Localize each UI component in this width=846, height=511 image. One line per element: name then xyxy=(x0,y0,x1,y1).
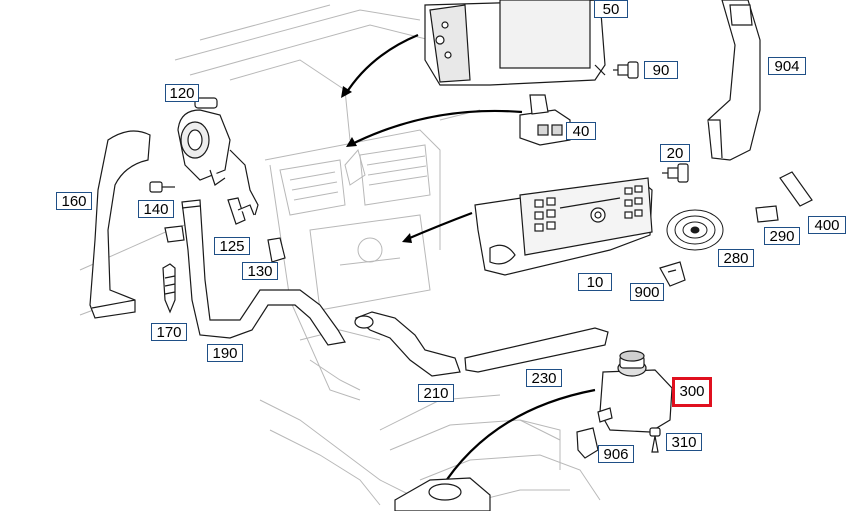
callout-400[interactable]: 400 xyxy=(808,216,846,234)
blower-motor xyxy=(177,97,259,216)
callout-310[interactable]: 310 xyxy=(666,433,702,451)
trim-bar-230 xyxy=(464,327,609,373)
controller-unit xyxy=(597,350,673,433)
sensor-module xyxy=(519,94,571,146)
pointer-arrows xyxy=(344,33,596,491)
callout-300-selected[interactable]: 300 xyxy=(672,377,712,407)
bracket-900 xyxy=(659,261,686,287)
screw-20 xyxy=(662,163,689,183)
air-duct-210 xyxy=(354,311,461,377)
callout-210[interactable]: 210 xyxy=(418,384,454,402)
screw-310 xyxy=(649,427,661,453)
head-unit xyxy=(474,177,653,276)
arrow-to-vents xyxy=(349,109,523,146)
callout-50[interactable]: 50 xyxy=(594,0,628,18)
center-console xyxy=(394,477,491,511)
air-duct-left xyxy=(89,130,151,319)
callout-90[interactable]: 90 xyxy=(644,61,678,79)
screw-140 xyxy=(149,181,175,193)
card-400 xyxy=(779,171,813,207)
callout-40[interactable]: 40 xyxy=(566,122,596,140)
callout-906[interactable]: 906 xyxy=(598,445,634,463)
trim-strip xyxy=(707,0,761,161)
callout-170[interactable]: 170 xyxy=(151,323,187,341)
sd-card-290 xyxy=(755,205,779,223)
bracket-125 xyxy=(227,197,255,225)
arrow-to-radio-slot xyxy=(404,211,473,242)
screw-170 xyxy=(162,263,176,314)
screw-90 xyxy=(613,61,639,79)
disc-280 xyxy=(666,209,724,251)
callout-190[interactable]: 190 xyxy=(207,344,243,362)
clip-906 xyxy=(576,427,599,459)
clip-130 xyxy=(267,237,286,263)
dashboard-outline xyxy=(79,4,601,506)
callout-120[interactable]: 120 xyxy=(165,84,199,102)
callout-900[interactable]: 900 xyxy=(630,283,664,301)
callout-125[interactable]: 125 xyxy=(214,237,250,255)
callout-160[interactable]: 160 xyxy=(56,192,92,210)
air-duct-lower xyxy=(164,199,346,346)
callout-904[interactable]: 904 xyxy=(768,57,806,75)
callout-280[interactable]: 280 xyxy=(718,249,754,267)
arrow-to-display xyxy=(344,33,419,96)
arrow-to-console xyxy=(439,388,596,491)
callout-290[interactable]: 290 xyxy=(764,227,800,245)
callout-20[interactable]: 20 xyxy=(660,144,690,162)
callout-10[interactable]: 10 xyxy=(578,273,612,291)
callout-140[interactable]: 140 xyxy=(138,200,174,218)
callout-230[interactable]: 230 xyxy=(526,369,562,387)
display-unit xyxy=(424,0,606,86)
callout-130[interactable]: 130 xyxy=(242,262,278,280)
